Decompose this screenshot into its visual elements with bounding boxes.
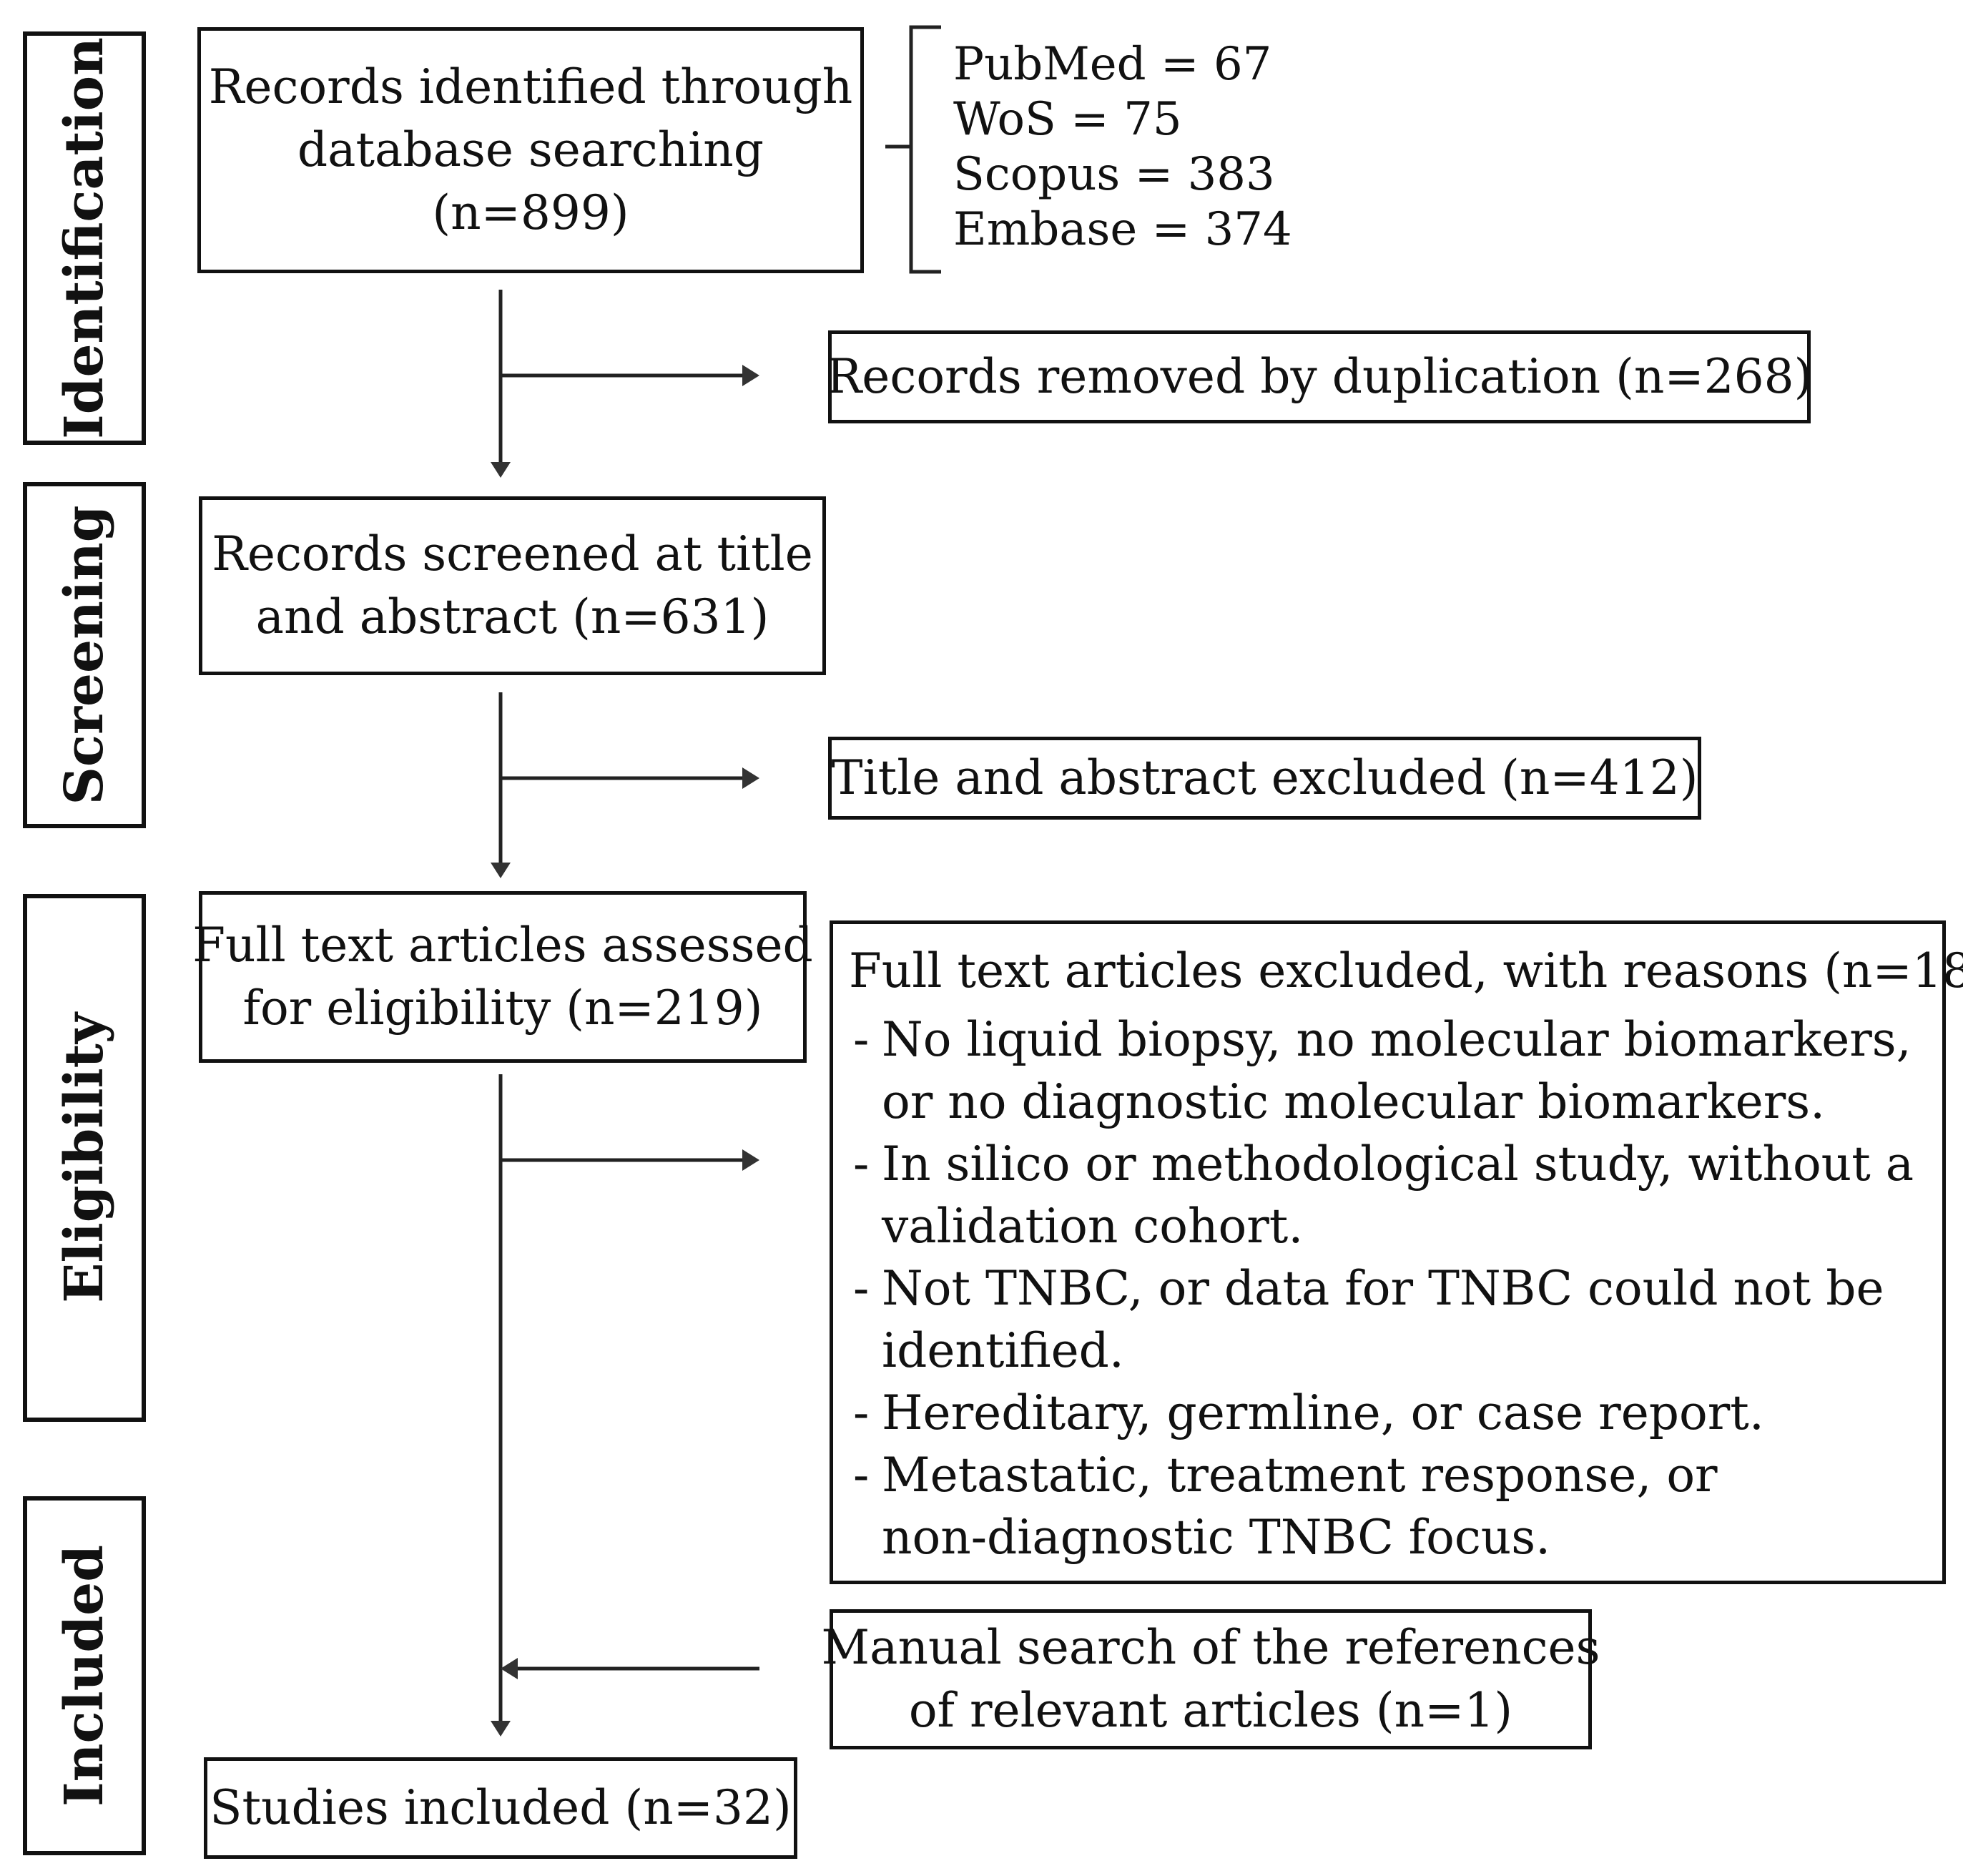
full-text-excluded-title: Full text articles excluded, with reason… [849,943,1963,998]
full-text-assessed-line-1: Full text articles assessed [192,918,813,973]
arrow-right-icon [742,1149,759,1171]
source-pubmed: PubMed = 67 [953,38,1272,91]
stage-screening: Screening [23,482,146,828]
manual-search-line-2: of relevant articles (n=1) [908,1683,1513,1738]
reason-3-line-2: identified. [882,1323,1124,1378]
reason-bullet: - [853,1448,870,1503]
reason-5-line-2: non-diagnostic TNBC focus. [882,1510,1551,1565]
records-identified-line-1: Records identified through [208,59,853,114]
manual-search-box: Manual search of the references of relev… [822,1609,1600,1749]
exclusion-reason: - No liquid biopsy, no molecular biomark… [853,1008,1914,1133]
reason-5-line-1: Metastatic, treatment response, or [882,1448,1718,1503]
reason-2-line-1: In silico or methodological study, witho… [882,1136,1914,1192]
records-identified-line-2: database searching [297,122,764,177]
arrow-left-icon [501,1658,518,1679]
reason-1-line-2: or no diagnostic molecular biomarkers. [882,1074,1826,1129]
reason-1-line-1: No liquid biopsy, no molecular biomarker… [882,1012,1912,1067]
sources-bracket [885,25,941,274]
database-sources-list: PubMed = 67 WoS = 75 Scopus = 383 Embase… [953,37,1292,257]
title-abstract-excluded-text: Title and abstract excluded (n=412) [831,750,1698,805]
stage-included: Included [23,1496,146,1855]
exclusion-reason: - In silico or methodological study, wit… [853,1133,1914,1257]
full-text-excluded-box: Full text articles excluded, with reason… [830,920,1963,1584]
full-text-assessed-box: Full text articles assessed for eligibil… [192,891,813,1063]
reason-bullet: - [853,1136,870,1192]
reason-bullet: - [853,1261,870,1316]
exclusion-reason: - Metastatic, treatment response, or non… [853,1444,1914,1568]
reason-bullet: - [853,1012,870,1067]
reason-bullet: - [853,1385,870,1440]
arrow-down-icon [491,863,511,878]
source-embase: Embase = 374 [953,203,1292,256]
records-identified-line-3: (n=899) [432,185,629,240]
records-identified-box: Records identified through database sear… [197,27,864,273]
reason-4-line-1: Hereditary, germline, or case report. [882,1385,1764,1440]
stage-identification: Identification [23,31,146,445]
records-screened-box: Records screened at title and abstract (… [199,496,826,675]
exclusion-reason: - Not TNBC, or data for TNBC could not b… [853,1257,1914,1382]
source-scopus: Scopus = 383 [953,148,1275,201]
manual-search-line-1: Manual search of the references [821,1620,1600,1675]
studies-included-box: Studies included (n=32) [204,1757,797,1859]
reason-3-line-1: Not TNBC, or data for TNBC could not be [882,1261,1884,1316]
records-removed-duplication-text: Records removed by duplication (n=268) [826,349,1813,404]
source-wos: WoS = 75 [953,93,1182,146]
records-removed-duplication-box: Records removed by duplication (n=268) [826,330,1813,423]
records-screened-line-1: Records screened at title [212,526,813,581]
studies-included-text: Studies included (n=32) [210,1780,792,1835]
arrow-down-icon [491,462,511,478]
exclusion-reason: - Hereditary, germline, or case report. [853,1382,1914,1444]
exclusion-reasons-list: - No liquid biopsy, no molecular biomark… [853,1008,1914,1568]
arrow-right-icon [742,365,759,386]
stage-eligibility: Eligibility [23,894,146,1422]
records-screened-line-2: and abstract (n=631) [255,589,769,644]
title-abstract-excluded-box: Title and abstract excluded (n=412) [828,737,1701,820]
arrow-right-icon [742,767,759,789]
reason-2-line-2: validation cohort. [882,1199,1304,1254]
arrow-down-icon [491,1721,511,1737]
full-text-assessed-line-2: for eligibility (n=219) [242,981,763,1036]
